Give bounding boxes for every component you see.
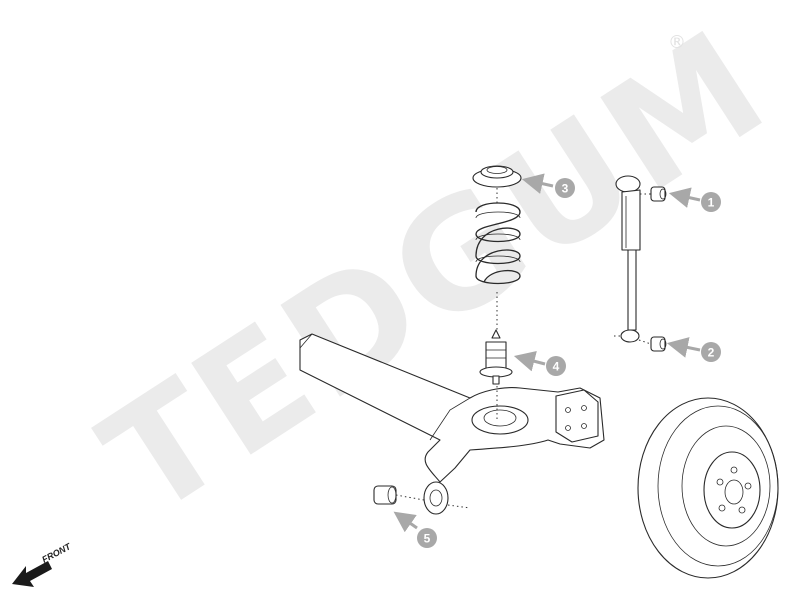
callout-3-number: 3 xyxy=(562,182,569,196)
wheel xyxy=(637,397,779,579)
callout-3: 3 xyxy=(555,178,575,198)
callout-1-number: 1 xyxy=(708,196,715,210)
callout-2-number: 2 xyxy=(708,346,715,360)
rear-axle-beam xyxy=(299,333,605,515)
assembly-lines xyxy=(395,188,652,509)
front-indicator: FRONT xyxy=(12,541,74,587)
bump-stop xyxy=(479,329,513,385)
callout-2: 2 xyxy=(701,342,721,362)
callout-5-number: 5 xyxy=(424,532,431,546)
spring-top-mount xyxy=(472,165,522,188)
callout-1: 1 xyxy=(701,192,721,212)
shock-absorber xyxy=(615,175,641,343)
coil-spring xyxy=(475,202,521,285)
shock-absorber-lower-bushing xyxy=(650,336,667,352)
callout-4: 4 xyxy=(546,356,566,376)
shock-absorber-upper-bushing xyxy=(650,186,667,202)
callout-4-number: 4 xyxy=(553,360,560,374)
arrow-front-icon xyxy=(12,561,52,587)
callout-5: 5 xyxy=(417,528,437,548)
front-label: FRONT xyxy=(40,541,73,565)
axle-bushing xyxy=(373,485,397,505)
callout-arrows xyxy=(393,173,701,533)
watermark-registered-mark: ® xyxy=(668,32,686,53)
